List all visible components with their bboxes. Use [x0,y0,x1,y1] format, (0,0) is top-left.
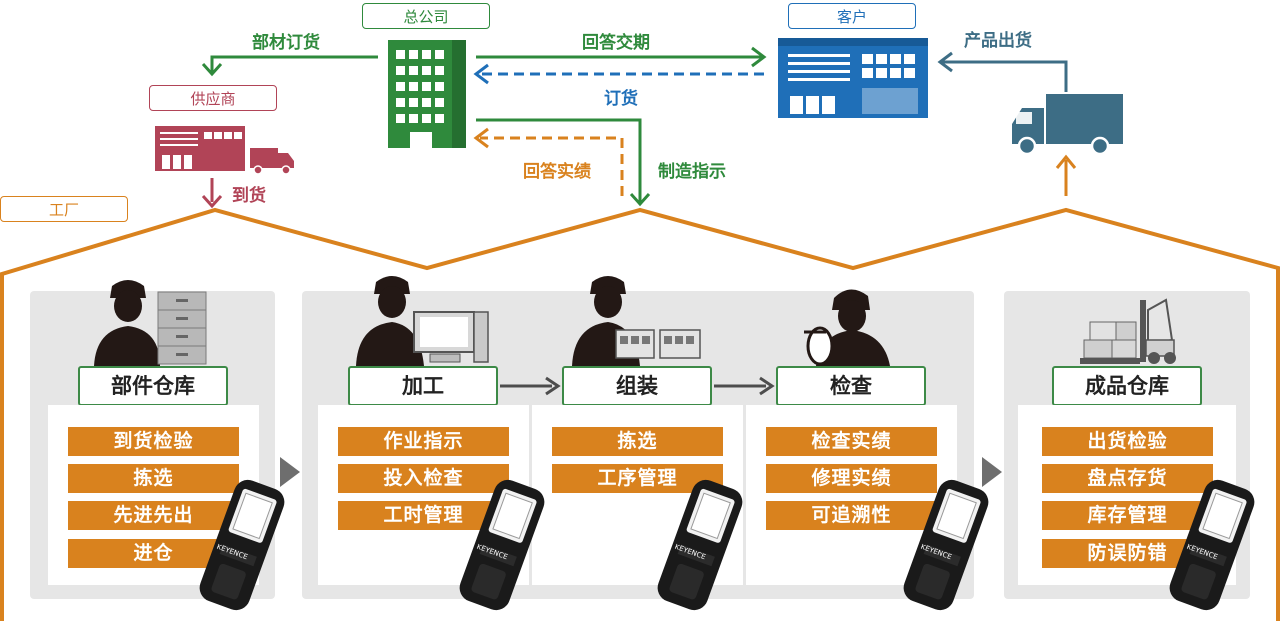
manufacturing-instruction-text: 制造指示 [658,162,726,182]
task-item: 投入检查 [338,464,509,493]
task-item: 出货检验 [1042,427,1213,456]
section-title-processing: 加工 [348,366,498,406]
supplier-warehouse-icon [155,126,294,175]
reply-delivery-date-text: 回答交期 [582,33,650,53]
parts-order-text: 部材订货 [252,33,320,53]
head-office-label: 总公司 [362,3,490,29]
task-item: 库存管理 [1042,501,1213,530]
product-shipment-arrow [942,60,1068,92]
factory-label: 工厂 [0,196,128,222]
parts-order-arrow [210,55,378,72]
delivery-truck-icon [1012,94,1123,156]
task-item: 进仓 [68,539,239,568]
task-item: 可追溯性 [766,501,937,530]
task-item: 修理实绩 [766,464,937,493]
task-item: 检查实绩 [766,427,937,456]
order-text: 订货 [604,89,638,109]
section-title-parts-warehouse: 部件仓库 [78,366,228,406]
task-item: 作业指示 [338,427,509,456]
section-title-inspection: 检查 [776,366,926,406]
task-item: 工时管理 [338,501,509,530]
task-item: 工序管理 [552,464,723,493]
customer-building-icon [778,38,928,118]
task-item: 先进先出 [68,501,239,530]
task-item: 拣选 [68,464,239,493]
reply-results-arrow [480,136,624,196]
customer-label: 客户 [788,3,916,29]
supplier-label: 供应商 [149,85,277,111]
factory-outline [0,207,1280,621]
product-shipment-text: 产品出货 [964,31,1032,51]
reply-results-text: 回答实绩 [523,162,591,182]
head-office-building-icon [388,40,466,148]
task-item: 盘点存货 [1042,464,1213,493]
task-item: 到货检验 [68,427,239,456]
section-title-assembly: 组装 [562,366,712,406]
task-item: 拣选 [552,427,723,456]
section-title-product-warehouse: 成品仓库 [1052,366,1202,406]
manufacturing-instruction-arrow [476,118,642,202]
arrival-text: 到货 [232,186,266,206]
